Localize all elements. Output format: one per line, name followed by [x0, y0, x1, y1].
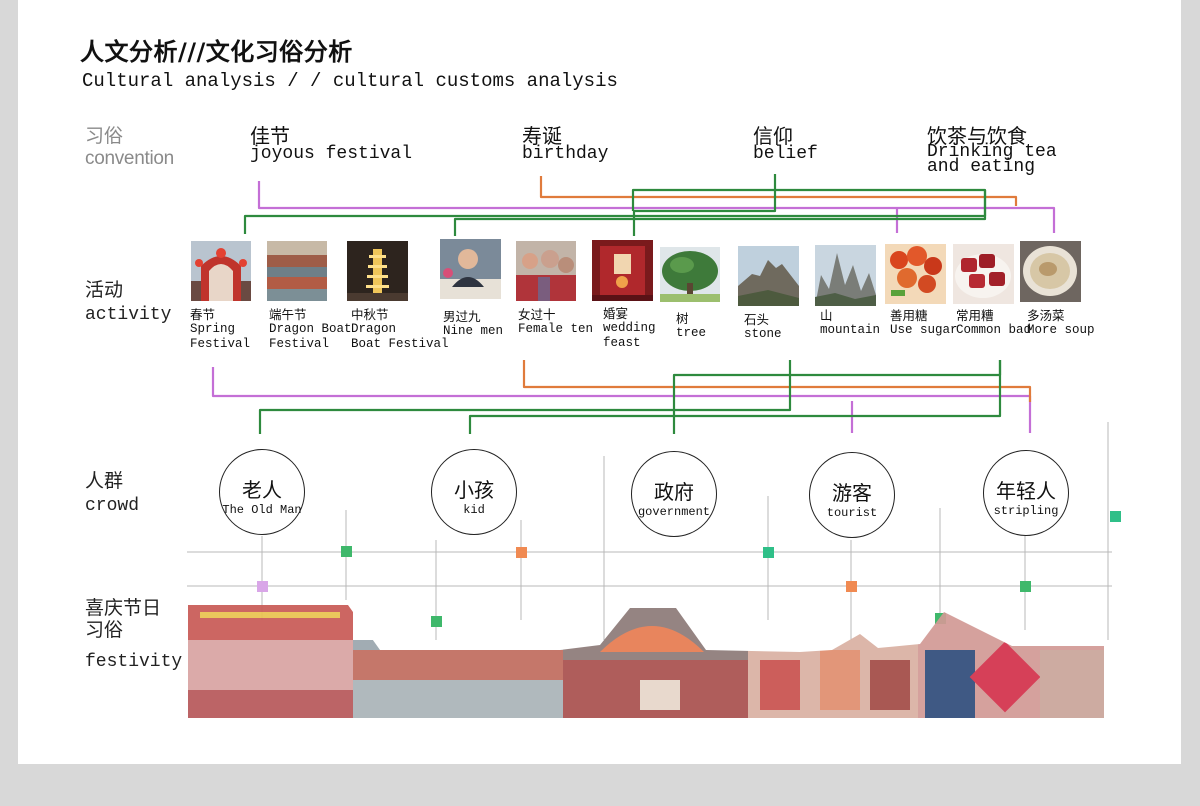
activity-more-soup: 多汤菜 More soup: [1027, 308, 1095, 338]
page-title: 人文分析///文化习俗分析: [80, 38, 353, 66]
activity-stone: 石头 stone: [744, 312, 782, 342]
activity-zh: 常用糟: [956, 308, 994, 323]
activity-en-line2: Boat Festival: [351, 337, 449, 351]
activity-en-line2: Festival: [269, 337, 330, 351]
activity-en-line2: feast: [603, 336, 641, 350]
convention-joyous-festival: 佳节 joyous festival: [250, 126, 412, 163]
activity-zh: 男过九: [443, 309, 481, 324]
convention-en: joyous festival: [250, 144, 413, 164]
sweet-dish-photo: [885, 244, 946, 304]
activity-en-line1: More soup: [1027, 323, 1095, 337]
crowd-government: 政府 government: [631, 451, 717, 537]
convention-en: belief: [753, 144, 818, 164]
activity-zh: 善用糖: [890, 308, 928, 323]
activity-zh: 春节: [190, 307, 216, 322]
activity-en-line1: Common bad: [956, 323, 1032, 337]
convention-en-line2: and eating: [927, 157, 1036, 178]
crowd-en: tourist: [826, 506, 878, 520]
convention-birthday: 寿诞 birthday: [522, 126, 608, 163]
activity-wedding-feast: 婚宴 wedding feast: [603, 306, 656, 351]
row-label-activity-zh: 活动: [85, 280, 124, 301]
activity-en-line1: tree: [676, 326, 707, 340]
row-label-crowd: 人群 crowd: [85, 471, 139, 517]
convention-zh: 寿诞: [522, 124, 562, 148]
crowd-zh: 老人: [242, 478, 282, 502]
crowd-en: The Old Man: [222, 503, 302, 517]
page-subtitle: Cultural analysis / / cultural customs a…: [82, 70, 618, 92]
lantern-gate-photo: [191, 241, 251, 301]
row-label-festivity: 喜庆节日 习俗 festivity: [85, 598, 182, 672]
activity-mountain: 山 mountain: [820, 308, 880, 338]
activity-en-line2: Festival: [190, 337, 251, 351]
row-label-festivity-zh-1: 喜庆节日: [85, 598, 162, 619]
convention-drinking-tea: 饮茶与饮食 Drinking tea and eating: [927, 126, 1057, 176]
crowd-en: stripling: [993, 504, 1059, 518]
activity-zh: 树: [676, 311, 689, 326]
activity-en-line1: Dragon Boat: [269, 322, 352, 336]
activity-en-line1: Use sugar: [890, 323, 958, 337]
banyan-tree-photo: [660, 247, 720, 302]
activity-tree: 树 tree: [676, 311, 706, 341]
activity-female-ten: 女过十 Female ten: [518, 307, 593, 337]
activity-en-line1: Nine men: [443, 324, 504, 338]
dragon-boat-race-photo: [267, 241, 327, 301]
activity-zh: 石头: [744, 312, 770, 327]
crowd-old-man: 老人 The Old Man: [219, 449, 305, 535]
activity-en-line1: Female ten: [518, 322, 594, 336]
elder-man-photo: [440, 239, 501, 299]
activity-zh: 多汤菜: [1027, 308, 1065, 323]
convention-zh: 佳节: [250, 124, 290, 148]
crowd-zh: 游客: [832, 481, 872, 505]
mountain-photo: [815, 245, 876, 306]
wedding-hall-photo: [592, 240, 653, 301]
convention-zh: 饮茶与饮食: [927, 124, 1027, 148]
crowd-tourist: 游客 tourist: [809, 452, 895, 538]
activity-nine-men: 男过九 Nine men: [443, 309, 503, 339]
row-label-crowd-zh: 人群: [85, 471, 124, 492]
row-label-convention-zh: 习俗: [85, 126, 124, 147]
activity-use-sugar: 善用糖 Use sugar: [890, 308, 958, 338]
crowd-zh: 年轻人: [996, 479, 1056, 503]
row-label-convention: 习俗 convention: [85, 126, 174, 170]
crowd-en: government: [637, 505, 710, 519]
crowd-celebration-photo: [516, 241, 576, 301]
crowd-stripling: 年轻人 stripling: [983, 450, 1069, 536]
activity-zh: 中秋节: [351, 307, 389, 322]
soup-bowl-photo: [1020, 241, 1081, 302]
crowd-kid: 小孩 kid: [431, 449, 517, 535]
row-label-festivity-en: festivity: [85, 651, 183, 672]
activity-zh: 端午节: [269, 307, 307, 322]
row-label-activity: 活动 activity: [85, 280, 171, 326]
braised-pork-photo: [953, 244, 1014, 304]
convention-zh: 信仰: [753, 124, 793, 148]
row-label-convention-en: convention: [85, 147, 174, 169]
activity-zh: 女过十: [518, 307, 556, 322]
activity-dragon-boat-festival: 端午节 Dragon Boat Festival: [269, 307, 352, 352]
stone-peak-photo: [738, 246, 799, 306]
row-label-activity-en: activity: [85, 304, 172, 325]
crowd-zh: 政府: [654, 480, 694, 504]
row-label-crowd-en: crowd: [85, 495, 140, 516]
pagoda-night-photo: [347, 241, 408, 301]
activity-en-line1: wedding: [603, 321, 656, 335]
activity-en-line1: mountain: [820, 323, 881, 337]
activity-zh: 山: [820, 308, 833, 323]
convention-en: birthday: [522, 144, 609, 164]
activity-zh: 婚宴: [603, 306, 629, 321]
convention-belief: 信仰 belief: [753, 126, 818, 163]
activity-en-line1: Dragon: [351, 322, 397, 336]
convention-en-line1: Drinking tea: [927, 142, 1057, 162]
activity-common-bad: 常用糟 Common bad: [956, 308, 1031, 338]
row-label-festivity-zh-2: 习俗: [85, 619, 124, 641]
crowd-en: kid: [463, 503, 485, 517]
activity-mid-autumn-festival: 中秋节 Dragon Boat Festival: [351, 307, 449, 352]
activity-en-line1: stone: [744, 327, 782, 341]
activity-spring-festival: 春节 Spring Festival: [190, 307, 250, 352]
crowd-zh: 小孩: [454, 478, 494, 502]
activity-en-line1: Spring: [190, 322, 236, 336]
